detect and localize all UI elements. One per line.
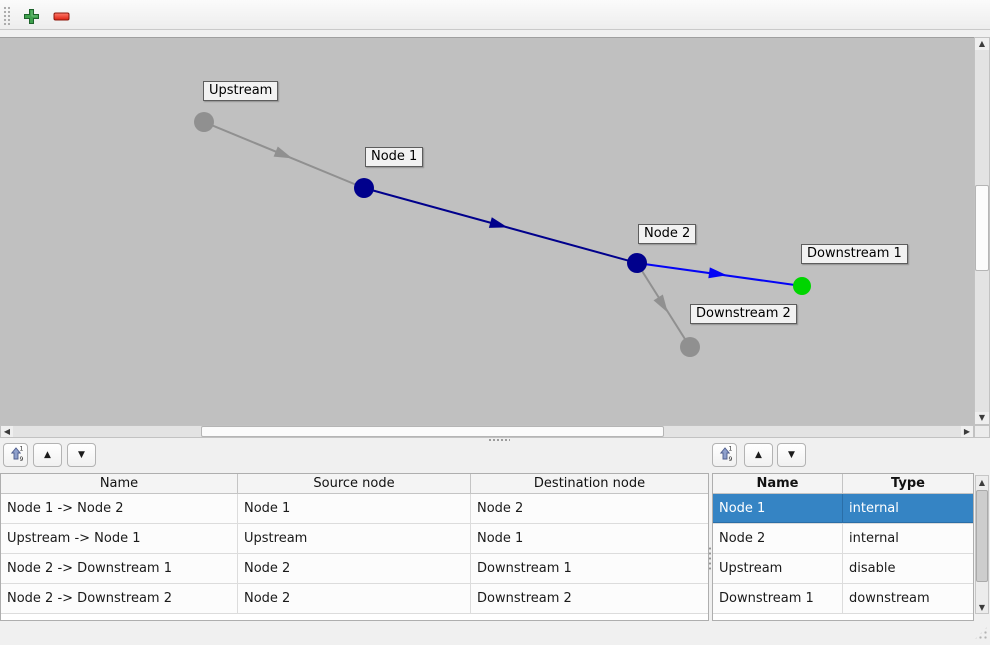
node-move-up-button[interactable]: ▲ [744,443,773,467]
node-table-scrollbar[interactable]: ▲ ▼ [975,475,989,614]
column-header-source[interactable]: Source node [238,474,471,493]
node-move-down-button[interactable]: ▼ [777,443,806,467]
column-header-destination[interactable]: Destination node [533,476,646,491]
cell-type: internal [843,494,973,523]
table-row[interactable]: Upstream disable [713,554,973,584]
remove-button[interactable] [52,7,70,25]
table-row-selected[interactable]: Node 1 internal [713,494,973,524]
cell-source: Node 2 [238,554,471,583]
node-node1[interactable] [354,178,374,198]
svg-text:1: 1 [19,445,23,452]
canvas-vertical-scrollbar[interactable]: ▲ ▼ [974,37,990,425]
graph-svg [194,112,811,357]
cell-type: disable [849,561,896,576]
table-row[interactable]: Node 2 -> Downstream 1 Node 2 Downstream… [1,554,708,584]
horizontal-scroll-thumb[interactable] [201,426,664,437]
cell-name: Node 2 -> Downstream 1 [1,554,238,583]
svg-text:9: 9 [728,456,732,462]
move-up-icon: ▲ [44,449,51,460]
cell-source: Node 1 [238,494,471,523]
node-label-upstream[interactable]: Upstream [203,81,279,101]
scroll-down-icon[interactable]: ▼ [975,412,989,424]
cell-destination: Downstream 2 [477,591,572,606]
graph-canvas[interactable]: Upstream Node 1 Node 2 Downstream 1 Down… [0,37,974,425]
move-down-icon: ▼ [78,449,85,460]
node-downstream2[interactable] [680,337,700,357]
sort-ascending-icon: 1 9 [8,445,24,466]
node-node2[interactable] [627,253,647,273]
node-table: Name Type Node 1 internal Node 2 interna… [712,473,974,621]
cell-destination: Node 1 [477,531,524,546]
cell-destination: Node 2 [477,501,524,516]
sort-ascending-icon: 1 9 [717,445,733,466]
main-toolbar [0,0,990,30]
node-downstream1[interactable] [793,277,811,295]
svg-text:9: 9 [19,456,23,462]
cell-type: internal [849,531,899,546]
scroll-down-icon[interactable]: ▼ [978,602,986,612]
resize-grip[interactable] [974,626,988,640]
scroll-left-icon[interactable]: ◀ [1,426,13,437]
column-header-type[interactable]: Type [891,476,925,491]
node-upstream[interactable] [194,112,214,132]
node-label-node2[interactable]: Node 2 [638,224,697,244]
table-row[interactable]: Node 2 -> Downstream 2 Node 2 Downstream… [1,584,708,614]
arrowhead-icon [488,217,508,228]
add-button[interactable] [22,7,40,25]
edge-move-down-button[interactable]: ▼ [67,443,96,467]
node-sort-button[interactable]: 1 9 [712,443,737,467]
table-scroll-thumb[interactable] [976,490,988,582]
cell-name: Node 2 [713,524,843,553]
node-label-downstream2[interactable]: Downstream 2 [690,304,797,324]
horizontal-splitter-handle[interactable] [488,438,510,442]
arrowhead-icon [708,267,727,279]
cell-name: Node 2 -> Downstream 2 [1,584,238,613]
table-row[interactable]: Upstream -> Node 1 Upstream Node 1 [1,524,708,554]
table-row[interactable]: Downstream 1 downstream [713,584,973,614]
edge-sort-button[interactable]: 1 9 [3,443,28,467]
scroll-right-icon[interactable]: ▶ [961,426,973,437]
node-table-header: Name Type [713,474,973,494]
column-header-name[interactable]: Name [713,474,843,493]
cell-type: downstream [849,591,930,606]
edge-table-header: Name Source node Destination node [1,474,708,494]
cell-source: Upstream [238,524,471,553]
cell-source: Node 2 [238,584,471,613]
table-row[interactable]: Node 1 -> Node 2 Node 1 Node 2 [1,494,708,524]
vertical-splitter-handle[interactable] [708,546,712,572]
node-label-node1[interactable]: Node 1 [365,147,424,167]
minus-icon [53,8,70,25]
plus-icon [23,8,40,25]
svg-text:1: 1 [728,445,732,452]
cell-name: Node 1 -> Node 2 [1,494,238,523]
arrowhead-icon [273,146,293,159]
arrowhead-icon [653,294,668,313]
scroll-up-icon[interactable]: ▲ [978,477,986,487]
cell-name: Node 1 [713,494,843,523]
move-down-icon: ▼ [788,449,795,460]
scrollbar-corner [974,425,990,438]
cell-destination: Downstream 1 [477,561,572,576]
canvas-horizontal-scrollbar[interactable]: ◀ ▶ [0,425,974,438]
column-header-name[interactable]: Name [1,474,238,493]
scroll-up-icon[interactable]: ▲ [975,38,989,50]
table-row[interactable]: Node 2 internal [713,524,973,554]
node-label-downstream1[interactable]: Downstream 1 [801,244,908,264]
cell-name: Downstream 1 [713,584,843,613]
toolbar-drag-handle[interactable] [3,6,10,25]
cell-name: Upstream -> Node 1 [1,524,238,553]
vertical-scroll-thumb[interactable] [975,185,989,271]
edge-move-up-button[interactable]: ▲ [33,443,62,467]
edge-table: Name Source node Destination node Node 1… [0,473,709,621]
move-up-icon: ▲ [755,449,762,460]
cell-name: Upstream [713,554,843,583]
